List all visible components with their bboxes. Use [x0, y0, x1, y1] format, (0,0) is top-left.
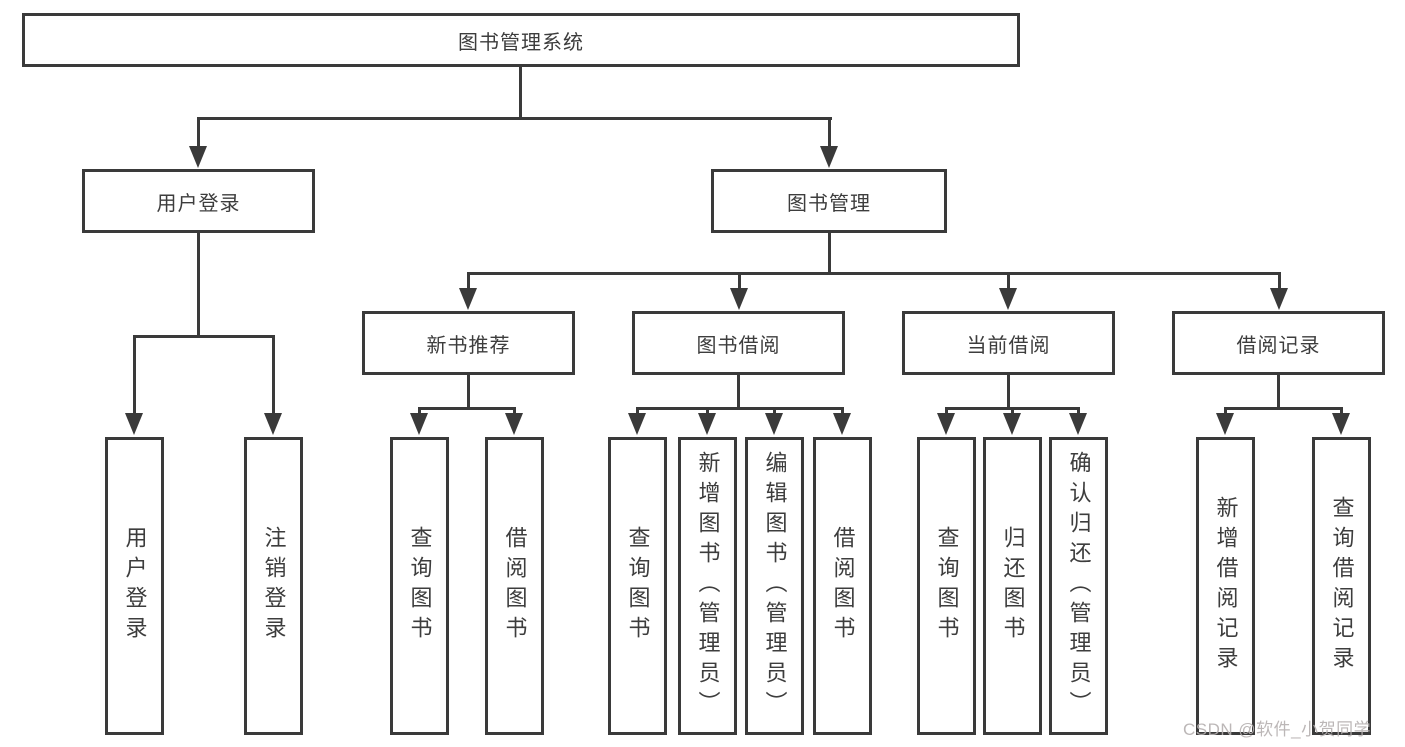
arrow-down-icon — [765, 413, 783, 435]
leaf-add-books-admin: 新增图书（管理员） — [678, 437, 737, 735]
arrow-down-icon — [999, 288, 1017, 310]
connector-user-login-drop — [197, 233, 200, 337]
connector-line — [418, 407, 421, 417]
connector-line — [737, 375, 740, 409]
connector-to-book-management — [828, 117, 831, 148]
connector-line — [418, 407, 516, 410]
connector-to-user-login — [197, 117, 200, 148]
connector-line — [467, 272, 470, 292]
arrow-down-icon — [505, 413, 523, 435]
leaf-add-borrow-record: 新增借阅记录 — [1196, 437, 1255, 735]
connector-line — [272, 335, 275, 415]
connector-root-drop — [519, 65, 522, 120]
leaf-borrow-books: 借阅图书 — [813, 437, 872, 735]
leaf-query-books-current: 查询图书 — [917, 437, 976, 735]
connector-line — [1007, 272, 1010, 292]
node-borrowing-records: 借阅记录 — [1172, 311, 1385, 375]
connector-line — [1340, 407, 1343, 417]
leaf-borrow-books-recommend: 借阅图书 — [485, 437, 544, 735]
leaf-user-login: 用户登录 — [105, 437, 164, 735]
arrow-down-icon — [264, 413, 282, 435]
connector-line — [945, 407, 948, 417]
node-book-borrowing: 图书借阅 — [632, 311, 845, 375]
connector-line — [706, 407, 709, 417]
connector-line — [636, 407, 639, 417]
arrow-down-icon — [1003, 413, 1021, 435]
connector-line — [1011, 407, 1014, 417]
arrow-down-icon — [1216, 413, 1234, 435]
connector-line — [467, 375, 470, 409]
arrow-down-icon — [125, 413, 143, 435]
arrow-down-icon — [1270, 288, 1288, 310]
node-current-borrowing: 当前借阅 — [902, 311, 1115, 375]
connector-line — [841, 407, 844, 417]
connector-line — [133, 335, 136, 415]
arrow-down-icon — [820, 146, 838, 168]
arrow-down-icon — [698, 413, 716, 435]
connector-line — [1278, 272, 1281, 292]
node-book-management: 图书管理 — [711, 169, 947, 233]
connector-level3-branch — [467, 272, 1281, 275]
arrow-down-icon — [833, 413, 851, 435]
connector-line — [1224, 407, 1227, 417]
connector-line — [513, 407, 516, 417]
leaf-query-books-borrowing: 查询图书 — [608, 437, 667, 735]
connector-line — [738, 272, 741, 292]
arrow-down-icon — [459, 288, 477, 310]
leaf-logout: 注销登录 — [244, 437, 303, 735]
arrow-down-icon — [730, 288, 748, 310]
leaf-confirm-return-admin: 确认归还（管理员） — [1049, 437, 1108, 735]
connector-user-login-branch — [133, 335, 275, 338]
leaf-return-books: 归还图书 — [983, 437, 1042, 735]
connector-line — [1007, 375, 1010, 409]
leaf-edit-books-admin: 编辑图书（管理员） — [745, 437, 804, 735]
node-root-library-system: 图书管理系统 — [22, 13, 1020, 67]
leaf-query-borrow-record: 查询借阅记录 — [1312, 437, 1371, 735]
node-user-login: 用户登录 — [82, 169, 315, 233]
arrow-down-icon — [1069, 413, 1087, 435]
arrow-down-icon — [410, 413, 428, 435]
connector-line — [636, 407, 844, 410]
arrow-down-icon — [937, 413, 955, 435]
leaf-query-books-recommend: 查询图书 — [390, 437, 449, 735]
connector-line — [1224, 407, 1343, 410]
connector-line — [773, 407, 776, 417]
connector-level1-branch — [197, 117, 832, 120]
connector-line — [1277, 375, 1280, 409]
arrow-down-icon — [628, 413, 646, 435]
node-new-book-recommend: 新书推荐 — [362, 311, 575, 375]
connector-book-management-drop — [828, 233, 831, 275]
connector-line — [1077, 407, 1080, 417]
arrow-down-icon — [189, 146, 207, 168]
csdn-watermark: CSDN @软件_小贺同学 — [1183, 720, 1372, 739]
arrow-down-icon — [1332, 413, 1350, 435]
